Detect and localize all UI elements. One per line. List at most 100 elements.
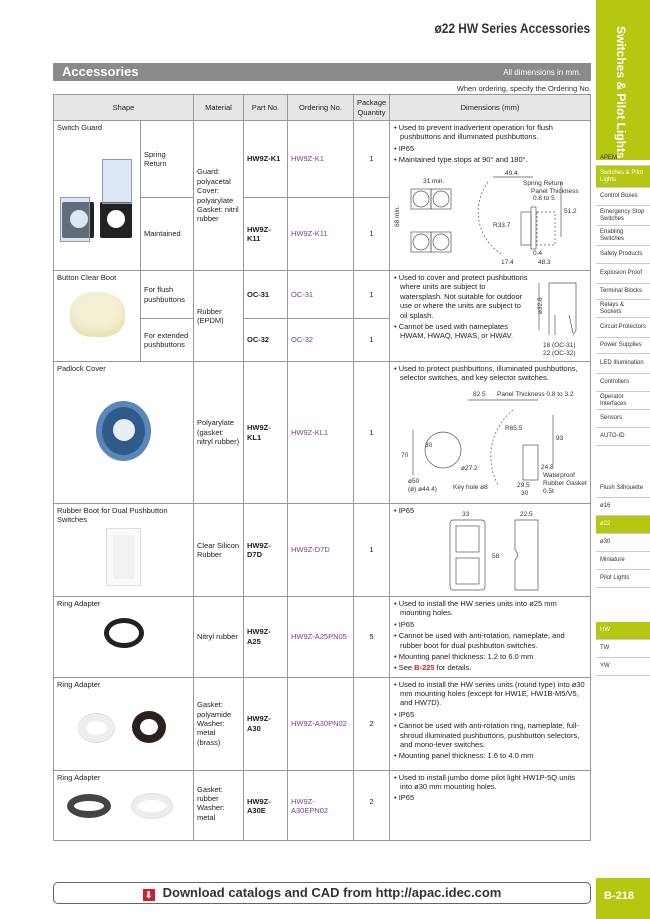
dim-label: 0.4 [533,250,542,257]
ordering-number[interactable]: HW9Z-A30PN02 [287,676,354,771]
note: Cannot be used with anti-rotation, namep… [393,631,587,650]
note: Used to protect pushbuttons, illuminated… [393,364,587,383]
padlock-cover-image [96,401,151,462]
ordering-number[interactable]: HW9Z-A30EPN02 [287,769,354,841]
note: Used to install the HW series units into… [393,599,587,618]
dim-label: Panel Thickness 0.8 to 3.2 [497,391,574,398]
header-shape: Shape [53,94,194,121]
ordering-number[interactable]: OC-32 [287,318,354,362]
part-number: HW9Z-A30E [243,769,288,841]
material-cell: Gasket: rubber Washer: metal [193,769,244,841]
download-link[interactable]: ⬇Download catalogs and CAD from http://a… [53,882,591,904]
nav-item[interactable]: Circuit Protectors [596,318,650,338]
nav-item[interactable]: LED Illumination [596,354,650,374]
nav-item[interactable]: ø22 [596,516,650,534]
dim-label: 82.5 [473,391,486,398]
nav-item[interactable]: Pilot Lights [596,570,650,588]
dimensions-cell: IP65 33 22.5 58 [389,503,591,597]
nav-item[interactable]: TW [596,640,650,658]
dim-label: 31 min. [423,178,445,185]
dim-label: ø27.2 [461,465,478,472]
page-link[interactable]: B-225 [414,663,435,673]
note: IP65 [393,506,587,515]
shape-cell: Ring Adapter [53,596,194,678]
table-row: Rubber Boot for Dual Pushbutton Switches… [53,503,591,597]
dim-label: 93 [556,435,564,442]
ordering-number[interactable]: HW9Z-A25PN05 [287,596,354,678]
nav-item[interactable]: Relays & Sockets [596,300,650,318]
package-qty: 1 [353,503,390,597]
part-number: OC-31 [243,270,288,319]
accessories-table: Shape Material Part No. Ordering No. Pac… [53,94,591,841]
nav-item[interactable]: Sensors [596,410,650,428]
dim-label: ø50 [408,478,420,485]
nav-item[interactable]: Terminal Blocks [596,284,650,300]
shape-cell: Switch Guard [53,120,141,271]
shape-cell: Rubber Boot for Dual Pushbutton Switches [53,503,194,597]
note: Used to install jumbo dome pilot light H… [393,773,587,792]
shape-label: Ring Adapter [57,599,101,608]
ordering-number[interactable]: OC-31 [287,270,354,319]
part-number: HW9Z-K11 [243,197,288,271]
nav-item[interactable]: Safety Products [596,246,650,264]
nav-item[interactable]: YW [596,658,650,676]
nav-item[interactable]: Switches & Pilot Lights [596,166,650,188]
nav-item[interactable]: ø30 [596,534,650,552]
nav-item[interactable]: AUTO-ID [596,428,650,446]
page-number: B-218 [596,878,650,919]
table-row: Button Clear Boot For flush pushbuttons … [53,270,591,362]
part-number: HW9Z-K1 [243,120,288,198]
ordering-note: When ordering, specify the Ordering No. [456,84,591,93]
dim-label: 0.5t [543,488,554,495]
table-row: Padlock Cover Polyarylate (gasket: nitry… [53,361,591,504]
download-icon: ⬇ [142,889,155,901]
header-dimensions: Dimensions (mm) [389,94,591,121]
nav-item[interactable]: Power Supplies [596,338,650,354]
ordering-number[interactable]: HW9Z-K1 [287,120,354,198]
nav-item[interactable]: Explosion Proof [596,264,650,284]
dim-label: 68 min. [394,205,401,227]
nav-item[interactable]: Emergency Stop Switches [596,206,650,226]
note: Used to cover and protect pushbuttons wh… [393,273,528,320]
nav-item[interactable]: Flush Silhouette [596,480,650,498]
section-tab-label: Switches & Pilot Lights [614,26,628,159]
package-qty: 2 [353,676,390,771]
nav-item[interactable]: HW [596,622,650,640]
shape-cell: Ring Adapter [53,769,194,841]
ordering-number[interactable]: HW9Z-D7D [287,503,354,597]
shape-label: Switch Guard [57,123,103,132]
header-qty: Package Quantity [353,94,390,121]
material-cell: Polyarylate (gasket: nitryl rubber) [193,361,244,504]
dim-label: 18 (OC-31) [543,342,576,349]
clear-boot-image [69,292,125,338]
note: Maintained type stops at 90° and 180°. [393,155,587,164]
shape-label: Ring Adapter [57,772,101,782]
dim-label: 24.8 [541,464,554,471]
package-qty: 2 [353,769,390,841]
part-number: HW9Z-D7D [243,503,288,597]
ordering-number[interactable]: HW9Z-KL1 [287,361,354,504]
package-qty: 1 [353,197,390,271]
package-qty: 1 [353,270,390,319]
page-title: ø22 HW Series Accessories [434,20,590,36]
note: IP65 [393,620,587,629]
dim-label: 51.2 [564,208,577,215]
dim-label: 0.8 to 5 [533,195,555,202]
nav-item[interactable]: Enabling Switches [596,226,650,246]
ordering-number[interactable]: HW9Z-K11 [287,197,354,271]
nav-item[interactable]: Control Boxes [596,188,650,206]
variant-label: Maintained [140,197,194,271]
nav-item[interactable]: ø16 [596,498,650,516]
shape-cell: Padlock Cover [53,361,194,504]
dimensions-cell: Used to install the HW series units into… [389,596,591,678]
table-row: Ring Adapter Nitryl rubber HW9Z-A25 HW9Z… [53,596,591,678]
nav-item[interactable]: Operator Interfaces [596,392,650,410]
dimensions-cell: Used to cover and protect pushbuttons wh… [389,270,591,362]
nav-item[interactable]: Miniature [596,552,650,570]
nav-item[interactable]: Controllers [596,374,650,392]
part-number: HW9Z-A30 [243,676,288,771]
banner-note: All dimensions in mm. [503,68,581,77]
nav-item[interactable]: APEM [596,152,650,166]
